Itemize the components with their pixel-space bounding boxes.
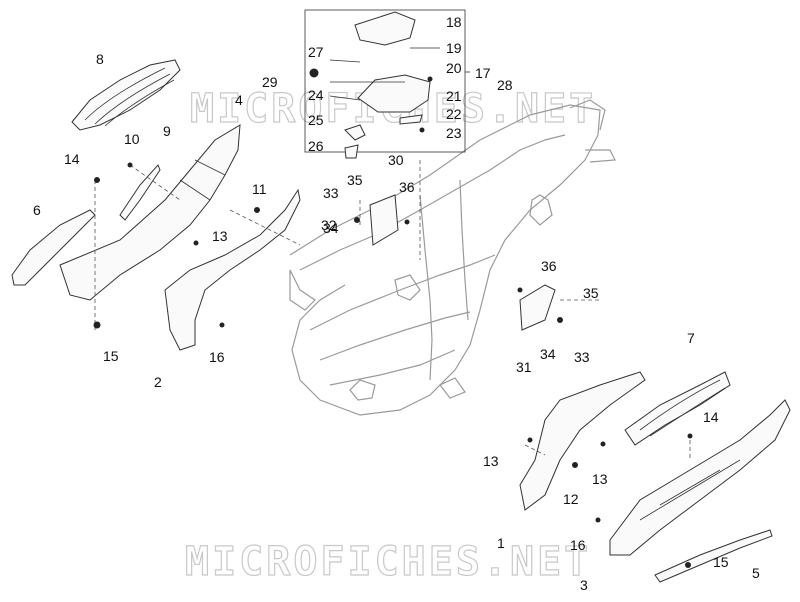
callout-24: 24	[308, 87, 324, 103]
callout-5: 5	[752, 565, 760, 581]
callout-9: 9	[163, 123, 171, 139]
callout-13: 13	[212, 228, 228, 244]
part-32-bracket-left	[369, 194, 399, 246]
callout-4: 4	[235, 92, 243, 108]
callout-31: 31	[516, 359, 532, 375]
part-29-bracket	[357, 74, 431, 113]
callout-16-b: 16	[570, 537, 586, 553]
callout-11: 11	[252, 181, 267, 197]
callout-6: 6	[33, 202, 41, 218]
part-7-floor-mat-right	[624, 371, 731, 446]
callout-1: 1	[497, 535, 505, 551]
part-1-right-side-cover	[519, 371, 646, 511]
callout-29: 29	[262, 74, 278, 90]
callout-19: 19	[446, 40, 462, 56]
sub-assembly-box	[304, 9, 466, 153]
callout-22: 22	[446, 106, 462, 122]
callout-35: 35	[347, 172, 363, 188]
callout-30: 30	[388, 152, 404, 168]
callout-13-b: 13	[483, 453, 499, 469]
part-18-lid	[354, 11, 416, 46]
callout-15-b: 15	[713, 554, 729, 570]
part-8-floor-mat-left	[71, 59, 181, 131]
callout-7: 7	[687, 330, 695, 346]
callout-10: 10	[124, 131, 140, 147]
leader-lines	[329, 47, 470, 101]
callout-34-b: 34	[540, 346, 556, 362]
watermark-bottom: MICROFICHES.NET	[185, 539, 591, 585]
callout-25: 25	[308, 112, 324, 128]
callout-33: 33	[323, 185, 339, 201]
part-31-bracket-right	[519, 284, 556, 331]
callout-8: 8	[96, 51, 104, 67]
part-2-left-side-cover	[164, 188, 301, 351]
part-25-clip	[344, 124, 366, 141]
callout-36-b: 36	[541, 258, 557, 274]
callout-21: 21	[446, 88, 462, 104]
callout-35-b: 35	[583, 285, 599, 301]
callout-3: 3	[580, 577, 588, 593]
callout-20: 20	[446, 60, 462, 76]
callout-34: 34	[323, 220, 339, 236]
part-3-right-footboard	[609, 399, 791, 556]
callout-14-b: 14	[703, 409, 719, 425]
callout-36: 36	[399, 179, 415, 195]
callout-2: 2	[154, 374, 162, 390]
callout-15: 15	[103, 348, 119, 364]
part-26-clip	[344, 144, 359, 159]
callout-23: 23	[446, 125, 462, 141]
callout-33-b: 33	[574, 349, 590, 365]
callout-17: 17	[475, 65, 491, 81]
callout-28: 28	[497, 77, 513, 93]
part-5-right-trim	[654, 529, 773, 583]
part-22-pin	[399, 114, 423, 125]
callout-16: 16	[209, 349, 225, 365]
callout-14: 14	[64, 151, 80, 167]
callout-27: 27	[308, 44, 324, 60]
scooter-frame	[289, 99, 616, 416]
part-27-rivet	[309, 68, 319, 78]
callout-26: 26	[308, 138, 324, 154]
callout-18: 18	[446, 14, 462, 30]
part-6-left-lower-cover	[11, 209, 96, 286]
fasteners	[93, 76, 693, 568]
callout-12: 12	[563, 491, 579, 507]
callout-13-c: 13	[592, 471, 608, 487]
callout-32: 32	[321, 217, 337, 233]
